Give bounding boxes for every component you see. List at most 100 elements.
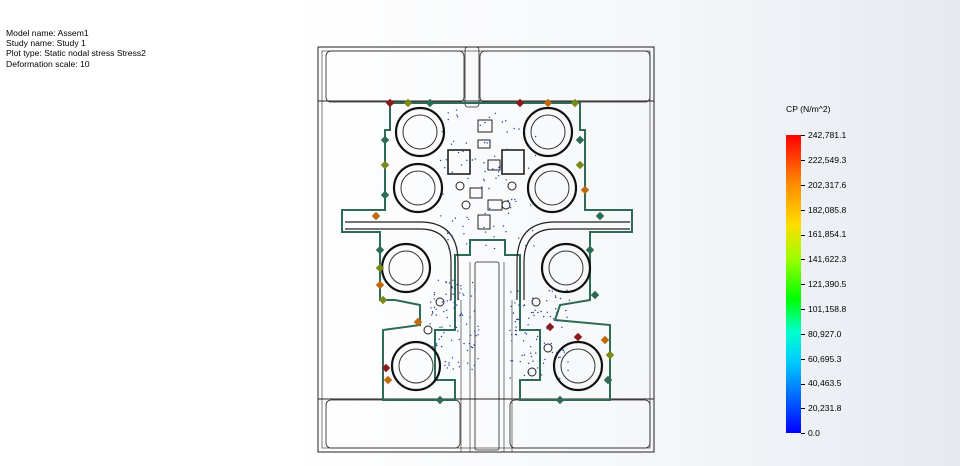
nodal-point [447,112,449,114]
nodal-point [501,121,504,123]
nodal-point [467,218,470,221]
nodal-point [452,140,455,142]
nodal-point [523,304,526,306]
colorbar-tick: 40,463.5 [801,378,841,388]
nodal-point [473,239,475,241]
nodal-point [543,342,546,344]
nodal-point [445,159,448,161]
nodal-point [493,247,496,250]
nodal-point [442,193,444,195]
nodal-point [461,314,464,316]
nodal-point [511,334,513,336]
nodal-point [453,307,455,309]
nodal-point [451,171,453,173]
nodal-point [519,360,521,363]
nodal-point [542,362,545,364]
nodal-point [527,379,529,381]
nodal-point [471,281,474,284]
nodal-point [518,237,520,239]
study-name: Study name: Study 1 [6,38,86,49]
nodal-point [441,130,444,133]
nodal-point [479,124,481,127]
stress-marker [380,160,390,170]
nodal-point [518,304,520,306]
nodal-point [543,315,545,318]
stress-marker [585,245,595,255]
nodal-point [533,314,535,317]
nodal-point [456,304,458,306]
nodal-point [554,308,557,310]
nodal-point [498,166,500,169]
nodal-point [471,346,474,349]
nodal-point [514,333,517,336]
nodal-point [554,295,557,297]
colorbar-tick: 80,927.0 [801,329,841,339]
nodal-point [455,109,458,111]
nodal-point [430,307,432,309]
nodal-point [450,143,453,145]
nodal-point [528,317,530,319]
stress-marker [413,317,423,327]
nodal-point [551,351,554,354]
nodal-point [463,342,465,345]
nodal-point [431,311,434,313]
stress-marker [555,395,565,405]
nodal-point [470,346,472,348]
nodal-point [433,298,435,300]
nodal-point [514,198,516,201]
colorbar-tick: 0.0 [801,428,820,438]
nodal-point [446,316,448,319]
top-right-chamber [479,50,651,103]
stress-marker [383,375,393,385]
nodal-point [438,338,440,340]
stress-marker [380,190,390,200]
stress-marker [375,280,385,290]
nodal-point [473,344,475,346]
nodal-point [556,312,558,314]
nodal-point [548,290,550,292]
stress-marker [605,350,615,360]
nodal-point [535,352,537,354]
stress-marker [435,395,445,405]
colorbar-tick: 242,781.1 [801,130,846,140]
nodal-point [524,332,526,334]
nodal-point [459,313,462,316]
nodal-point [528,372,530,374]
nodal-point [435,314,437,316]
nodal-point [507,199,509,202]
nodal-point [567,361,569,363]
nodal-point [452,293,454,295]
nodal-point [429,323,431,325]
nodal-point [450,339,453,341]
nodal-point [458,338,460,341]
nodal-point [534,154,537,157]
nodal-point [483,162,485,164]
nodal-point [513,127,515,130]
nodal-point [498,175,500,177]
nodal-point [462,293,464,295]
nodal-point [556,351,558,354]
nodal-point [462,150,464,153]
top-left-chamber [325,50,465,103]
nodal-point [547,325,549,327]
stress-marker [570,98,580,108]
nodal-point [441,301,444,303]
nodal-point [506,148,508,150]
nodal-point [557,320,559,322]
nodal-point [473,310,476,312]
nodal-point [525,333,528,335]
model-name: Model name: Assem1 [6,28,89,38]
nodal-point [505,179,507,181]
nodal-point [495,177,497,179]
nodal-point [435,343,438,345]
nodal-point [544,358,546,361]
nodal-point [453,287,456,290]
stress-marker [380,135,390,145]
nodal-point [435,308,437,310]
nodal-point [449,299,451,301]
nodal-point [532,311,534,314]
stress-marker [381,363,391,373]
nodal-point [437,279,440,281]
stress-marker [375,245,385,255]
